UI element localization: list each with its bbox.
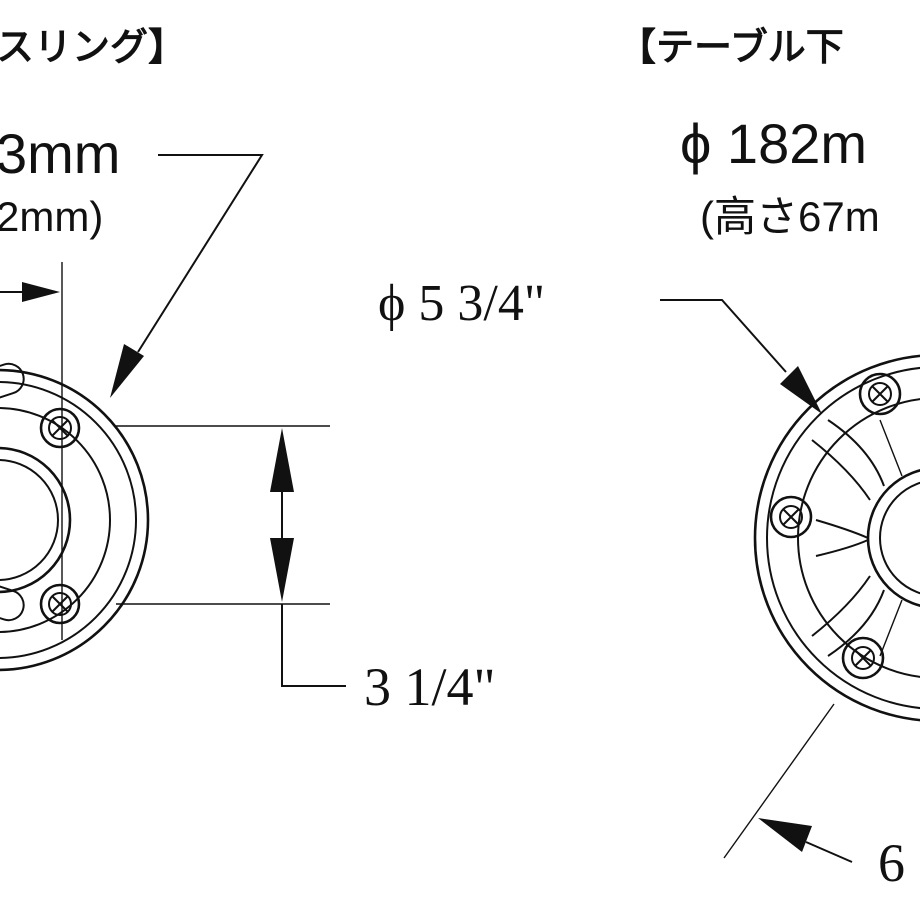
right-outer-ring-inner [766, 366, 920, 710]
right-flange-ring [797, 398, 920, 678]
right-screw-top [858, 372, 902, 416]
right-depth-arrowhead [758, 818, 812, 852]
left-middle-ring [0, 407, 111, 633]
right-diameter-arrowhead [780, 366, 822, 414]
left-spacing-inch: 3 1/4" [364, 657, 496, 717]
right-spoke-3 [815, 519, 869, 539]
right-depth-extension [723, 703, 835, 859]
left-spacing-arrow-up [270, 428, 294, 492]
right-hub-inner [879, 481, 920, 595]
right-diameter-leader [660, 299, 787, 373]
right-title: 【テーブル下 [618, 25, 844, 69]
left-hub-outer [0, 446, 72, 594]
right-bottom-label: 6 [878, 833, 905, 893]
left-height-mm: 2mm) [0, 193, 104, 240]
left-spacing-arrow-down [270, 538, 294, 602]
left-title: スリング】 [0, 25, 187, 69]
left-slot-bottom [0, 584, 25, 622]
left-ring-assembly [0, 362, 150, 672]
right-cup-assembly [753, 354, 920, 722]
left-screw-bottom [39, 583, 81, 625]
right-spoke-1 [811, 439, 871, 501]
left-dimensions [0, 154, 346, 687]
right-screw-bottom [841, 636, 885, 680]
left-diameter-mm: 3mm [0, 122, 121, 185]
left-outer-ring-inner [0, 381, 137, 659]
left-width-arrowhead [22, 282, 60, 302]
left-screw-top [39, 407, 81, 449]
left-diameter-arrowhead [110, 344, 144, 398]
left-slot-top [0, 362, 25, 400]
right-diameter-inch: ϕ 5 3/4" [378, 275, 546, 332]
left-outer-ring [0, 368, 150, 672]
left-hub-inner [0, 459, 59, 581]
right-outer-ring [753, 354, 920, 722]
right-diameter-mm: ϕ 182m [680, 112, 868, 175]
right-dimensions [660, 299, 853, 863]
right-spoke-2 [811, 575, 871, 637]
left-spacing-leader [281, 604, 346, 687]
right-height-mm: (高さ67m [700, 193, 880, 240]
right-hub-outer [866, 469, 920, 607]
right-screw-left [769, 495, 813, 539]
left-diameter-leader [137, 154, 264, 353]
